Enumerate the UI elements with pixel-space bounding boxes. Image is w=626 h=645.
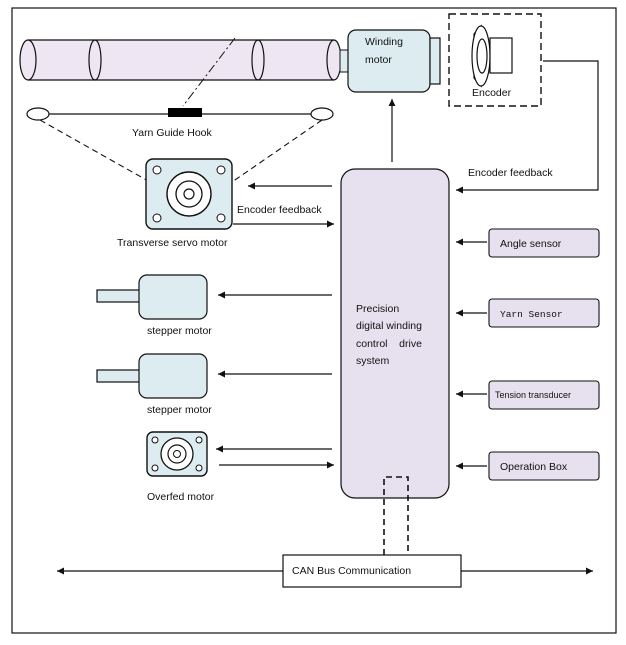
- controller-label-3: control drive: [356, 338, 422, 350]
- transverse-servo-motor-label: Transverse servo motor: [117, 237, 228, 249]
- encoder-feedback-top-label: Encoder feedback: [468, 167, 553, 179]
- can-bus-dashed-connector: [383, 476, 409, 555]
- transverse-servo-motor: [145, 158, 233, 230]
- controller-box: [340, 168, 450, 499]
- yarn-sensor-label: Yarn Sensor: [500, 309, 563, 320]
- tension-transducer-label: Tension transducer: [495, 390, 571, 400]
- operation-box: [488, 451, 600, 481]
- controller-label-1: Precision: [356, 303, 399, 315]
- operation-box-label: Operation Box: [500, 461, 568, 473]
- stepper-motor-2-label: stepper motor: [147, 404, 212, 416]
- guide-traverse-line: [182, 37, 236, 107]
- stepper-motor-1: [96, 274, 208, 320]
- encoder-icon: [471, 24, 513, 88]
- hook-to-servo-dashed-right: [231, 119, 323, 183]
- yarn-guide-hook-label: Yarn Guide Hook: [132, 127, 213, 139]
- stepper-motor-2: [96, 353, 208, 399]
- encoder-dashed-box: [448, 13, 542, 107]
- winding-motor-label-2: motor: [365, 54, 392, 66]
- winding-motor: [347, 29, 441, 93]
- controller-label-4: system: [356, 355, 390, 367]
- yarn-roller: [19, 39, 349, 81]
- overfed-motor: [146, 431, 208, 477]
- yarn-guide-hook: [26, 107, 334, 121]
- encoder-feedback-servo-label: Encoder feedback: [237, 204, 322, 216]
- tension-transducer-box: [488, 380, 600, 410]
- winding-motor-label-1: Winding: [365, 36, 403, 48]
- outer-frame: [11, 7, 617, 634]
- angle-sensor-label: Angle sensor: [500, 238, 562, 250]
- angle-sensor-box: [488, 228, 600, 258]
- can-bus-label: CAN Bus Communication: [292, 565, 411, 577]
- yarn-sensor-box: [488, 298, 600, 328]
- stepper-motor-1-label: stepper motor: [147, 325, 212, 337]
- overfed-motor-label: Overfed motor: [147, 491, 215, 503]
- controller-label-2: digital winding: [356, 320, 422, 332]
- encoder-feedback-path: [456, 60, 599, 194]
- encoder-label: Encoder: [472, 87, 512, 99]
- hook-to-servo-dashed-left: [39, 119, 151, 183]
- can-bus-box: [282, 554, 462, 588]
